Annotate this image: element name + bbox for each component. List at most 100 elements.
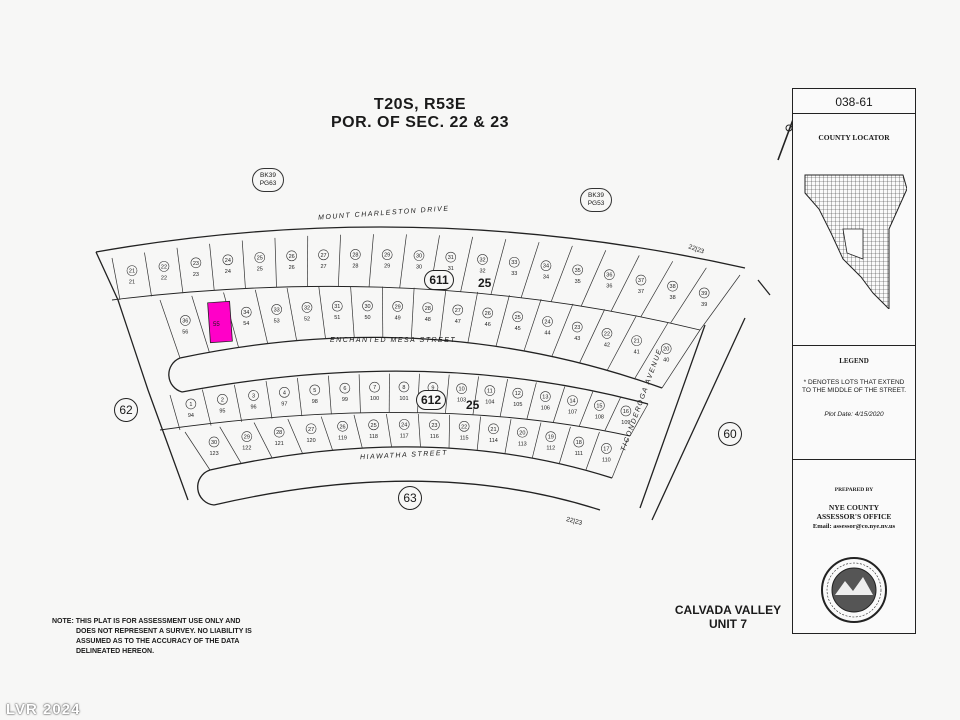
row2-lot-number: 48: [425, 317, 431, 323]
bk-left-2: PG63: [259, 180, 277, 187]
row2-circled-number: 31: [334, 304, 340, 310]
row4-lot-number: 110: [602, 457, 611, 463]
title-line1: T20S, R53E: [373, 96, 467, 113]
row4-lot-circle: [208, 436, 220, 448]
row1-lot-circle: [413, 250, 425, 261]
row1-lot-circle: [508, 256, 520, 268]
row3-lot-circle: [594, 400, 605, 411]
row3-circled-number: 13: [542, 395, 548, 401]
row1-circled-number: 39: [701, 291, 707, 297]
row1-circled-number: 30: [416, 254, 422, 260]
row2-circled-number: 23: [574, 325, 580, 331]
row2-lot-line: [661, 329, 701, 389]
row2-lot-line: [286, 287, 297, 341]
row3-lot-line: [552, 386, 566, 423]
row2-lot-circle: [422, 302, 434, 314]
row1-lot-number: 37: [638, 289, 644, 295]
row3-lot-line: [265, 380, 273, 419]
bk-right-2: PG53: [587, 200, 605, 207]
enchanted-mesa-south-edge: [181, 370, 649, 405]
row3-lot-number: 94: [188, 413, 194, 419]
row2-lot-line: [410, 287, 415, 339]
row3-circled-number: 14: [570, 399, 576, 405]
row4-circled-number: 29: [244, 435, 250, 441]
row3-lot-number: 105: [513, 402, 522, 408]
row2-lot-number: 53: [274, 318, 280, 324]
row3-lot-line: [499, 378, 508, 417]
row1-lot-number: 34: [543, 275, 549, 281]
office-name: NYE COUNTY ASSESSOR'S OFFICE: [793, 503, 915, 521]
prepared-by: PREPARED BY: [834, 487, 874, 493]
row3-circled-number: 11: [487, 389, 493, 395]
row2-lot-circle: [331, 300, 343, 312]
row3-lot-number: 98: [312, 399, 318, 405]
row4-lot-number: 120: [307, 438, 316, 444]
row1-lot-circle: [667, 280, 678, 292]
row1-circled-number: 23: [193, 261, 199, 267]
row2-lot-number: 47: [455, 319, 461, 325]
row2-lot-line: [439, 289, 447, 341]
township-range-title: T20S, R53E POR. OF SEC. 22 & 23: [320, 96, 520, 132]
row2-lot-line: [523, 299, 542, 352]
row2-circled-number: 24: [544, 320, 550, 326]
row2-lot-number: 50: [364, 315, 370, 321]
highlighted-lot-label: 55: [213, 322, 220, 328]
row3-circled-number: 4: [283, 390, 286, 396]
row3-lot-circle: [398, 381, 410, 393]
row4-lot-number: 112: [546, 446, 555, 452]
row3-circled-number: 12: [515, 391, 521, 397]
row1-circled-number: 33: [511, 260, 517, 266]
note-line2: DOES NOT REPRESENT A SURVEY. NO LIABILIT…: [76, 628, 252, 635]
block-612-width: 25: [466, 398, 480, 412]
street-enchanted-mesa: ENCHANTED MESA STREET: [330, 337, 457, 344]
row1-lot-line: [670, 267, 707, 324]
row1-lot-number: 39: [701, 302, 707, 308]
row4-lot-circle: [429, 419, 440, 431]
row3-lot-line: [201, 389, 212, 426]
row1-lot-circle: [318, 249, 329, 261]
county-locator-title: COUNTY LOCATOR: [818, 133, 890, 142]
row4-circled-number: 22: [461, 424, 467, 430]
row4-circled-number: 25: [371, 423, 377, 429]
row3-lot-line: [297, 377, 303, 417]
row1-lot-number: 31: [448, 266, 454, 272]
row3-lot-number: 107: [568, 410, 577, 416]
row4-circled-number: 20: [519, 430, 525, 436]
row1-lot-circle: [190, 257, 202, 269]
row1-lot-circle: [635, 274, 647, 286]
row2-lot-circle: [240, 306, 252, 318]
row1-lot-line: [241, 240, 246, 289]
office-line2: ASSESSOR'S OFFICE: [816, 512, 892, 521]
row3-lot-number: 96: [251, 404, 257, 410]
row3-lot-number: 100: [370, 396, 379, 402]
row4-lot-number: 114: [489, 438, 498, 444]
row4-lot-line: [504, 419, 512, 454]
note-line3: ASSUMED AS TO THE ACCURACY OF THE DATA: [76, 638, 240, 645]
row1-lot-line: [144, 252, 152, 297]
row2-circled-number: 30: [364, 304, 370, 310]
disclaimer-note: NOTE: THIS PLAT IS FOR ASSESSMENT USE ON…: [52, 617, 272, 657]
row1-lot-number: 36: [606, 284, 612, 290]
row4-lot-line: [320, 416, 333, 451]
row3-circled-number: 3: [252, 393, 255, 399]
row1-circled-number: 32: [479, 257, 485, 263]
row4-lot-line: [585, 431, 600, 471]
row3-lot-circle: [456, 383, 467, 394]
book-ref-left: BK39 PG63: [252, 168, 284, 192]
row4-lot-circle: [601, 443, 612, 454]
row1-lot-line: [550, 245, 573, 302]
row1-circled-number: 24: [225, 258, 231, 264]
row4-lot-circle: [305, 423, 317, 435]
row2-lot-line: [254, 289, 269, 344]
row3-lot-line: [328, 375, 332, 415]
row2-lot-number: 51: [334, 315, 340, 321]
row2-circled-number: 28: [425, 306, 431, 312]
hiawatha-north-edge: [209, 446, 613, 479]
row2-lot-line: [159, 299, 181, 359]
subdivision-line1: CALVADA VALLEY: [674, 603, 782, 617]
row1-lot-number: 38: [670, 295, 676, 301]
row1-lot-circle: [286, 250, 297, 262]
row1-circled-number: 28: [352, 252, 358, 258]
row3-lot-circle: [540, 391, 551, 402]
row4-lot-number: 113: [518, 441, 527, 447]
